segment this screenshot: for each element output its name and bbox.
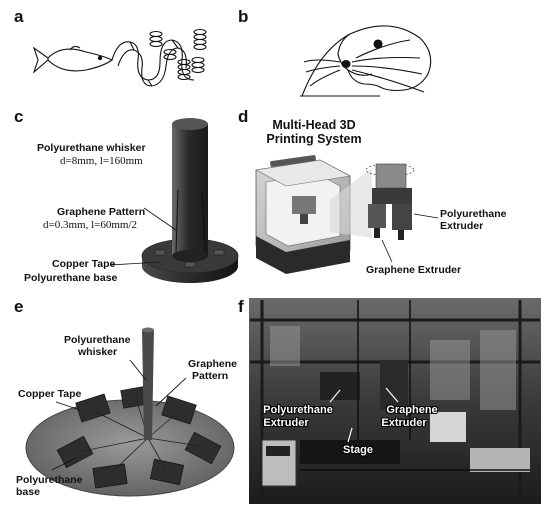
e-base-label-line1: Polyurethane	[16, 474, 83, 486]
e-graphene-label-line1: Graphene	[188, 358, 238, 370]
panel-letter-d: d	[238, 107, 249, 126]
graphene-extruder-label: Graphene Extruder	[366, 264, 462, 276]
f-stage-label: Stage	[343, 444, 373, 456]
e-whisker-label-line1: Polyurethane	[64, 334, 131, 346]
panel-letter-e: e	[14, 297, 24, 316]
e-base-label-line2: base	[16, 486, 40, 498]
panel-letter-f: f	[238, 297, 244, 316]
e-whisker-label-line2: whisker	[78, 346, 118, 358]
polyurethane-base-label: Polyurethane base	[24, 272, 118, 284]
pu-extruder-label-line2: Extruder	[440, 220, 484, 232]
panel-letter-a: a	[14, 7, 24, 26]
copper-tape-label: Copper Tape	[52, 258, 116, 270]
f-pu-extruder-label-line2: Extruder	[263, 417, 309, 429]
panel-letter-c: c	[14, 107, 24, 126]
whisker-dims: d=8mm, l=160mm	[60, 155, 143, 167]
f-pu-extruder-label-line1: Polyurethane	[263, 404, 333, 416]
f-graphene-extruder-label-line1: Graphene	[386, 404, 438, 416]
e-copper-tape-label: Copper Tape	[18, 388, 82, 400]
graphene-dims: d=0.3mm, l=60mm/2	[43, 219, 137, 231]
e-graphene-label-line2: Pattern	[192, 370, 229, 382]
printer-title-line1: Multi-Head 3D	[272, 118, 356, 132]
printer-title-line2: Printing System	[266, 132, 362, 146]
panel-letter-b: b	[238, 7, 249, 26]
graphene-pattern-label: Graphene Pattern	[57, 206, 146, 218]
whisker-label: Polyurethane whisker	[37, 142, 146, 154]
f-graphene-extruder-label-line2: Extruder	[381, 417, 427, 429]
pu-extruder-label-line1: Polyurethane	[440, 208, 507, 220]
